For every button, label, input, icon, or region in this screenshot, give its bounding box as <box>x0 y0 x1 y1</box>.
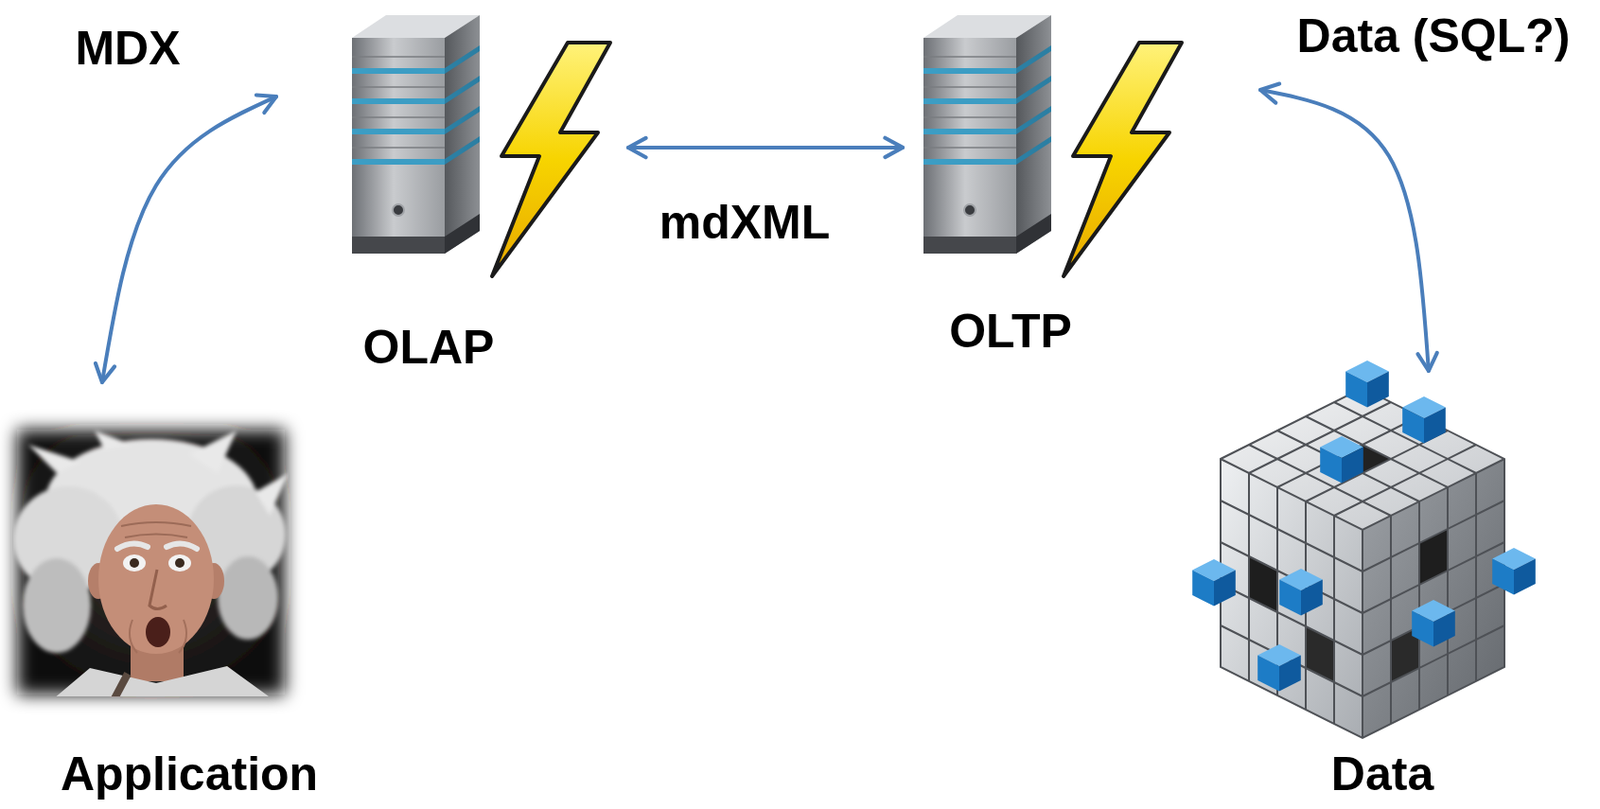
oltp-server-icon <box>923 15 1182 277</box>
data-cube-icon <box>1192 360 1536 739</box>
edge-label: MDX <box>70 22 184 75</box>
edge-label: mdXML <box>655 196 835 249</box>
node-box: OLTP <box>902 9 1261 368</box>
node-box: OLAP <box>276 9 629 378</box>
node-label: OLTP <box>949 305 1073 358</box>
node-label: Data <box>1331 748 1434 801</box>
node-label: Application <box>60 748 318 801</box>
connector-arrow <box>1260 89 1429 371</box>
node-label: OLAP <box>363 321 495 374</box>
node-box: Application <box>3 382 351 806</box>
connector-arrow <box>628 145 903 150</box>
olap-server-icon <box>351 15 611 277</box>
scientist-photo <box>13 429 289 704</box>
connector-arrow <box>102 96 277 383</box>
edge-label: Data (SQL?) <box>1293 10 1575 63</box>
node-box: Data <box>1178 370 1595 806</box>
